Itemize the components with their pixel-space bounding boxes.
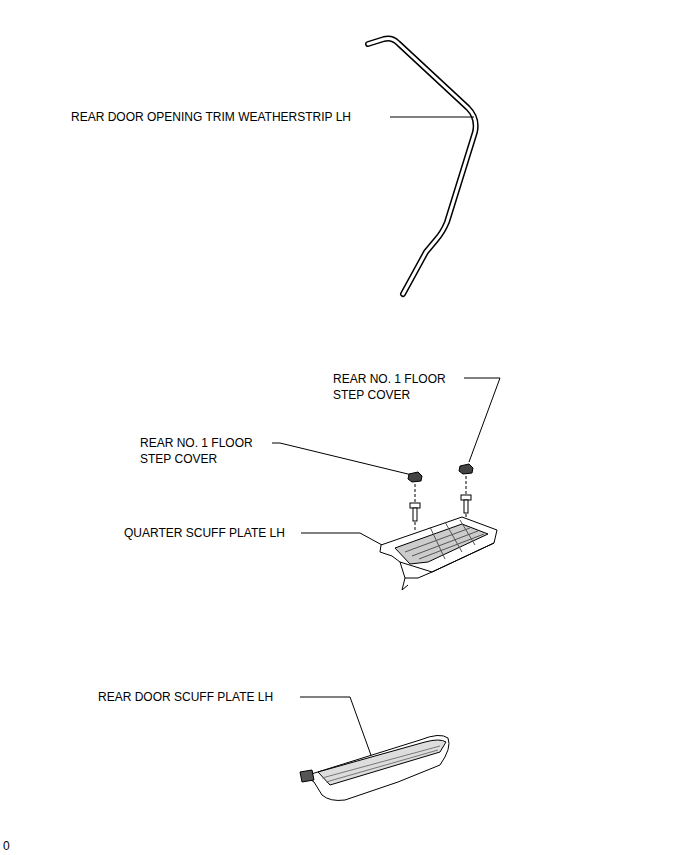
rear-door-scuff-plate (300, 735, 449, 800)
part-label: REAR NO. 1 FLOOR STEP COVER (333, 371, 455, 403)
quarter-scuff-plate (380, 517, 497, 590)
part-label: QUARTER SCUFF PLATE LH (124, 525, 285, 541)
part-label: REAR NO. 1 FLOOR STEP COVER (140, 435, 262, 467)
part-label: REAR DOOR OPENING TRIM WEATHERSTRIP LH (71, 109, 351, 125)
leader-lines (272, 117, 500, 758)
part-label: REAR DOOR SCUFF PLATE LH (98, 689, 273, 705)
weatherstrip (368, 39, 476, 295)
step-covers (408, 464, 473, 502)
figure-number: 0 (3, 838, 10, 854)
